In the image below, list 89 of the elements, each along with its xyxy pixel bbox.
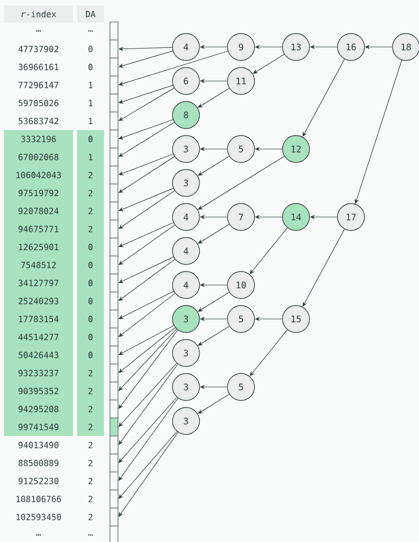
table-cell: 2 [88,190,92,196]
table-cell: 2 [88,514,92,520]
array-cell [110,472,118,490]
array-cell [110,166,118,184]
table-cell: … [36,30,41,32]
table-cell: 2 [88,226,92,232]
array-cell [110,22,118,40]
table-cell: 102593450 [16,514,61,520]
table-cell: 17783154 [19,316,59,322]
array-cell [110,490,118,508]
table-cell: … [36,534,41,536]
table-cell: 0 [88,136,92,142]
table-cell: 94013490 [18,442,58,448]
table-cell: 77296147 [18,82,58,88]
array-cell [110,310,118,328]
array-cell [110,76,118,94]
table-cell: 0 [88,280,92,286]
table-cell: 0 [88,244,92,250]
array-cell [110,58,118,76]
table-cell: 94675771 [18,226,58,232]
table-cell: 91252230 [18,478,58,484]
array-cell [110,274,118,292]
table-cell: 53683742 [18,118,58,124]
table-cell: 0 [88,64,92,70]
table-cell: 0 [88,298,92,304]
table-cell: 2 [88,388,92,394]
table-cell: 50426443 [18,352,58,358]
array-cell [110,112,118,130]
array-cell [110,94,118,112]
table-cell: 94295208 [18,406,58,412]
array-cell [110,382,118,400]
table-cell: 0 [88,46,92,52]
table-cell: 2 [88,424,92,430]
table-cell: 99741549 [18,424,58,430]
array-cell [110,454,118,472]
table-cell: 1 [88,82,92,88]
table-cell: 67002068 [18,154,58,160]
array-cell [110,436,118,454]
table-cell: 2 [88,406,92,412]
table-cell: 2 [88,370,92,376]
array-cell [110,400,118,418]
table-cell: 2 [88,442,92,448]
table-cell: 2 [88,172,92,178]
array-cell [110,202,118,220]
table-cell: 12625901 [19,244,58,250]
table-cell: 2 [88,496,92,502]
array-cell [110,346,118,364]
table-cell: 0 [88,262,92,268]
table-cell: 108106766 [16,496,61,502]
table-cell: 0 [88,352,92,358]
array-cell [110,508,118,526]
table-cell: 44514277 [18,334,58,340]
array-cell [110,40,118,58]
array-cell [110,328,118,346]
table-header: r-index [4,6,73,22]
array-cell [110,292,118,310]
table-cell: … [88,534,93,536]
table-cell: 97519792 [18,190,58,196]
table-cell: 59705026 [18,100,58,106]
table-cell: 93233237 [18,370,58,376]
table-cell: 106042043 [16,172,61,178]
array-cell [110,364,118,382]
array-cell [110,526,118,542]
table-cell: 2 [88,478,92,484]
table-cell: 36966161 [18,64,58,70]
table-cell: … [88,30,93,32]
table-cell: 1 [88,118,92,124]
table-cell: 1 [88,100,92,106]
array-cell [110,256,118,274]
array-cell [110,148,118,166]
table-cell: 90395352 [18,388,58,394]
table-cell: 2 [88,460,92,466]
table-cell: 2 [88,208,92,214]
array-cell [110,130,118,148]
array-cell [110,184,118,202]
table-cell: 1 [88,154,92,160]
table-cell: 88500889 [18,460,58,466]
array-cell [110,220,118,238]
table-cell: 34127797 [18,280,58,286]
table-cell: 0 [88,316,92,322]
table-cell: 3332196 [21,136,56,142]
table-cell: 25240293 [18,298,58,304]
table-cell: 7548512 [21,262,56,268]
table-cell: 0 [88,334,92,340]
table-header: DA [77,6,104,22]
table-cell: 92078024 [18,208,59,214]
array-cell [110,418,118,436]
table-cell: 47737902 [18,46,58,52]
array-cell [110,238,118,256]
